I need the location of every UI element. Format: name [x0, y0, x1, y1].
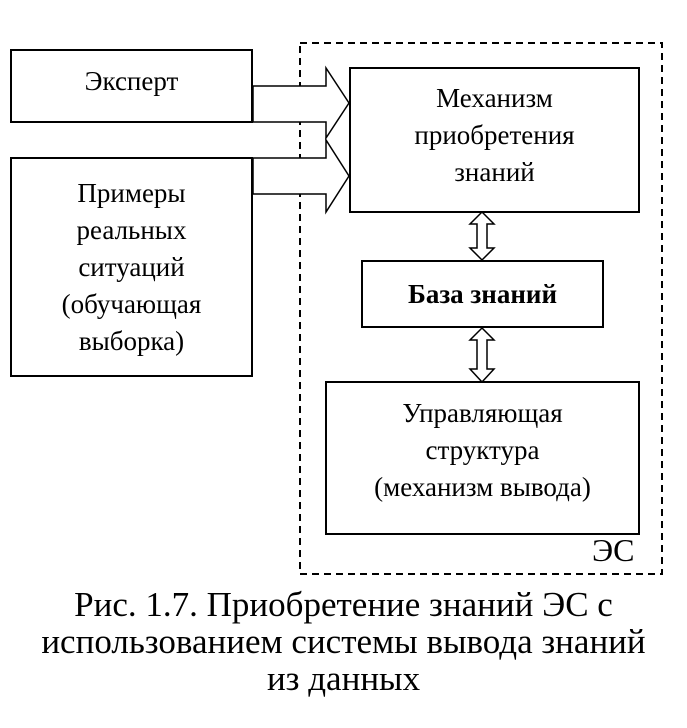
- expert-box: Эксперт: [10, 49, 253, 123]
- control-box: Управляющая структура (механизм вывода): [325, 381, 640, 535]
- caption-line-2: использованием системы вывода знаний: [41, 622, 646, 661]
- examples-line-5: выборка): [78, 325, 185, 356]
- knowledge-base-box: База знаний: [361, 260, 604, 328]
- control-line-3: (механизм вывода): [374, 472, 591, 502]
- knowledge-base-label: База знаний: [407, 278, 558, 309]
- arrow-examples-to-acquisition: [252, 137, 350, 215]
- examples-line-3: ситуаций: [78, 251, 185, 282]
- acquisition-line-1: Механизм: [436, 83, 553, 113]
- examples-box: Примеры реальных ситуаций (обучающая выб…: [10, 157, 253, 377]
- acquisition-line-3: знаний: [454, 157, 535, 187]
- control-line-1: Управляющая: [402, 398, 563, 428]
- acquisition-box: Механизм приобретения знаний: [349, 67, 640, 213]
- acquisition-line-2: приобретения: [414, 120, 575, 150]
- double-arrow-acquisition-kb: [468, 210, 496, 262]
- caption-line-1: Рис. 1.7. Приобретение знаний ЭС с: [74, 585, 613, 624]
- double-arrow-kb-control: [468, 326, 496, 384]
- caption-line-3: из данных: [266, 659, 421, 698]
- expert-label: Эксперт: [84, 66, 179, 96]
- figure-caption: Рис. 1.7. Приобретение знаний ЭС с испол…: [0, 586, 687, 697]
- examples-line-2: реальных: [76, 214, 187, 245]
- es-label: ЭС: [592, 532, 635, 568]
- arrow-expert-to-acquisition: [252, 65, 350, 141]
- examples-line-1: Примеры: [77, 177, 186, 208]
- control-line-2: структура: [425, 435, 540, 465]
- es-boundary: [299, 42, 663, 575]
- examples-line-4: (обучающая: [61, 288, 202, 319]
